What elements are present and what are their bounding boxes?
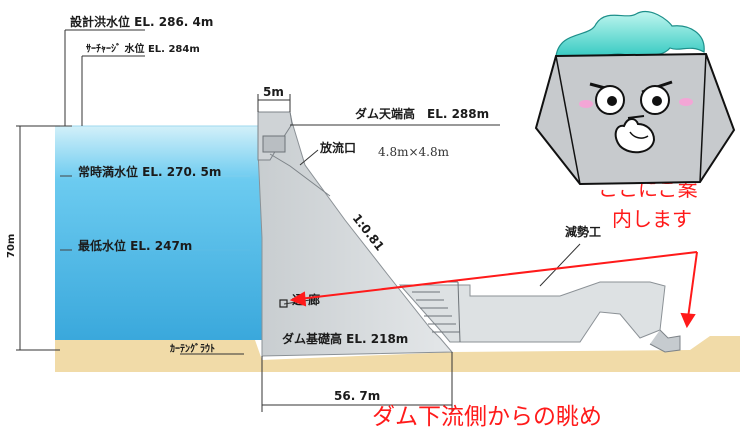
foundation-elevation-label: ダム基礎高 EL. 218m [282,331,408,346]
height-label: 70m [6,234,17,258]
normal-water-level-label: 常時満水位 EL. 270. 5m [78,164,221,179]
spillway-label: 放流口 [319,140,356,155]
water-level-markers [60,125,250,251]
spillway-chute [269,153,331,197]
stilling-basin-end [649,329,681,353]
ground-surface [55,336,740,372]
callout-arrows [289,251,698,329]
design-flood-level-label: 設計洪水位 EL. 286. 4m [70,14,213,29]
base-length-label: 56. 7m [334,389,380,403]
spillway-size-label: 4.8m×4.8m [378,145,450,159]
stilling-basin-label: 減勢工 [565,224,601,239]
crest-width-label: 5m [263,85,284,99]
spillway-gate [262,135,286,153]
crest-elevation-label: ダム天端高 EL. 288m [355,106,489,121]
minimum-water-level-label: 最低水位 EL. 247m [78,238,192,253]
dam-mascot-icon [534,11,736,186]
view-caption: ダム下流側からの眺め [372,404,602,430]
mascot-hair-icon [555,11,705,60]
surcharge-level-label: ｻｰﾁｬｰｼﾞ 水位 EL. 284m [86,42,200,55]
callout-line-2: 内します [612,207,692,231]
stilling-basin [398,281,666,343]
reservoir-water [55,126,265,340]
curtain-grout-label: ｶｰﾃﾝｸﾞﾗｳﾄ [170,342,215,355]
stairs [412,281,461,343]
mascot-hand-icon [614,118,656,154]
